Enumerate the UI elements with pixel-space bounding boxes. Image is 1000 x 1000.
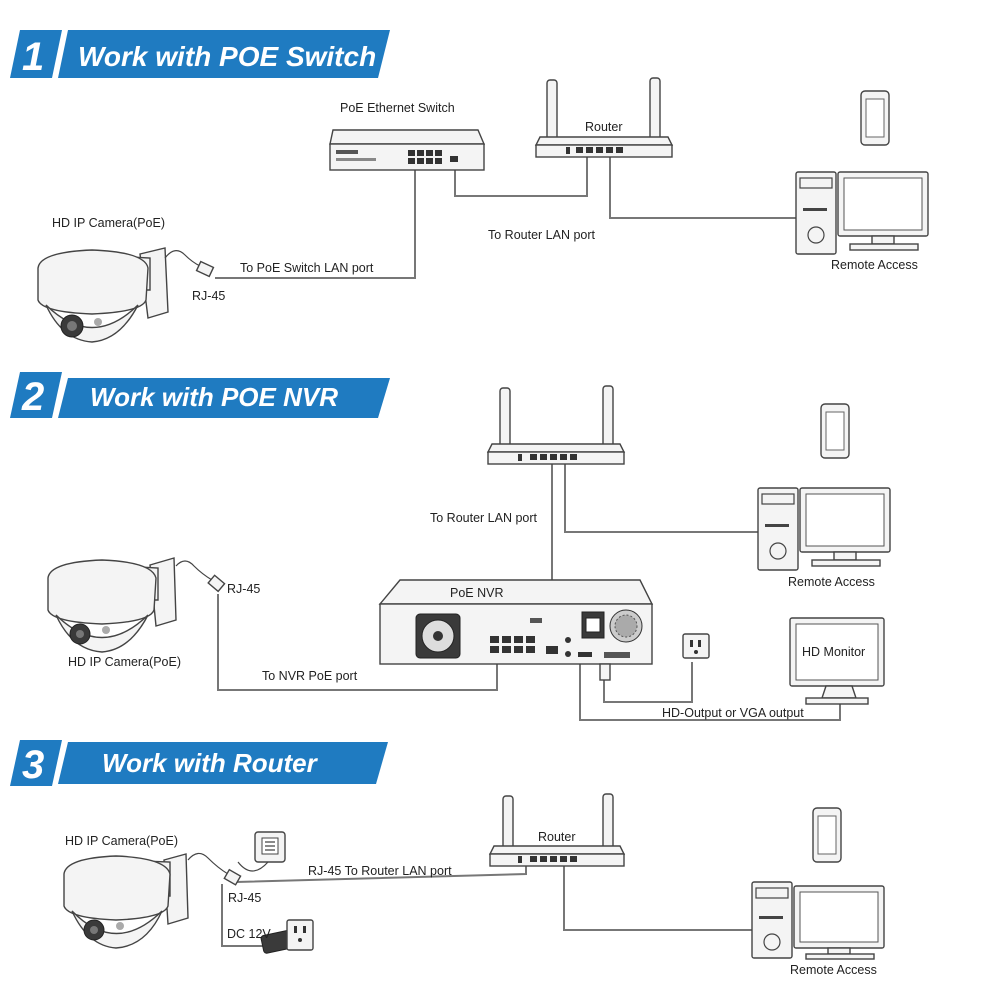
wall-outlet-2-icon bbox=[599, 633, 710, 681]
camera-1-label: HD IP Camera(PoE) bbox=[52, 216, 165, 230]
power-adapter-icon bbox=[260, 919, 314, 954]
camera-2-label: HD IP Camera(PoE) bbox=[68, 655, 181, 669]
pc-2-icon bbox=[757, 487, 891, 571]
rj45-2-label: RJ-45 bbox=[227, 582, 260, 596]
remote-1-label: Remote Access bbox=[831, 258, 918, 272]
section-2-title: Work with POE NVR bbox=[90, 382, 338, 412]
camera-3-label: HD IP Camera(PoE) bbox=[65, 834, 178, 848]
wire-camera-to-switch bbox=[215, 170, 416, 279]
wire-camera-to-router-3 bbox=[235, 864, 527, 883]
rj45-1-label: RJ-45 bbox=[192, 289, 225, 303]
nvr-icon bbox=[378, 579, 654, 665]
router-2-icon bbox=[486, 385, 626, 465]
rj45-3-label: RJ-45 bbox=[228, 891, 261, 905]
phone-1-icon bbox=[860, 90, 890, 146]
dc-label: DC 12V bbox=[227, 927, 271, 941]
switch-label: PoE Ethernet Switch bbox=[340, 101, 455, 115]
section-3-number: 3 bbox=[22, 743, 44, 787]
to-nvr-label: To NVR PoE port bbox=[262, 669, 358, 683]
wire-router-to-pc-2 bbox=[564, 460, 760, 533]
pc-1-icon bbox=[795, 171, 929, 255]
remote-3-label: Remote Access bbox=[790, 963, 877, 977]
poe-switch-icon bbox=[329, 129, 486, 171]
camera-3-icon bbox=[63, 852, 242, 949]
rj45-connector-icon bbox=[254, 831, 286, 863]
nvr-label: PoE NVR bbox=[450, 586, 504, 600]
pc-3-icon bbox=[751, 881, 885, 960]
section-1-number: 1 bbox=[22, 35, 44, 79]
wire-camera-to-nvr bbox=[217, 594, 498, 691]
camera-1-icon bbox=[37, 247, 215, 343]
router-3-icon bbox=[488, 793, 626, 867]
router-1-label: Router bbox=[585, 120, 623, 134]
monitor-label: HD Monitor bbox=[802, 645, 865, 659]
rj45-router-label: RJ-45 To Router LAN port bbox=[308, 864, 452, 878]
wire-rj45-loop bbox=[237, 861, 269, 872]
wire-router-to-pc bbox=[609, 152, 800, 219]
remote-2-label: Remote Access bbox=[788, 575, 875, 589]
output-label: HD-Output or VGA output bbox=[662, 706, 804, 720]
section-3-banner: 3 Work with Router bbox=[10, 740, 388, 787]
section-1-title: Work with POE Switch bbox=[78, 41, 376, 72]
to-router-1-label: To Router LAN port bbox=[488, 228, 596, 242]
hd-monitor-icon bbox=[789, 617, 885, 705]
wire-switch-to-router bbox=[454, 152, 588, 197]
section-2-number: 2 bbox=[21, 375, 44, 419]
router-3-label: Router bbox=[538, 830, 576, 844]
phone-2-icon bbox=[820, 403, 850, 459]
to-router-2-label: To Router LAN port bbox=[430, 511, 538, 525]
wire-nvr-power bbox=[603, 662, 693, 703]
camera-2-icon bbox=[47, 557, 226, 653]
wire-nvr-to-monitor bbox=[579, 660, 841, 721]
section-1-banner: 1 Work with POE Switch bbox=[10, 30, 390, 79]
section-3-title: Work with Router bbox=[102, 748, 319, 778]
phone-3-icon bbox=[812, 807, 842, 863]
to-switch-label: To PoE Switch LAN port bbox=[240, 261, 374, 275]
wire-router-to-pc-3 bbox=[563, 864, 752, 931]
router-1-icon bbox=[534, 77, 674, 158]
section-2-banner: 2 Work with POE NVR bbox=[10, 372, 390, 419]
